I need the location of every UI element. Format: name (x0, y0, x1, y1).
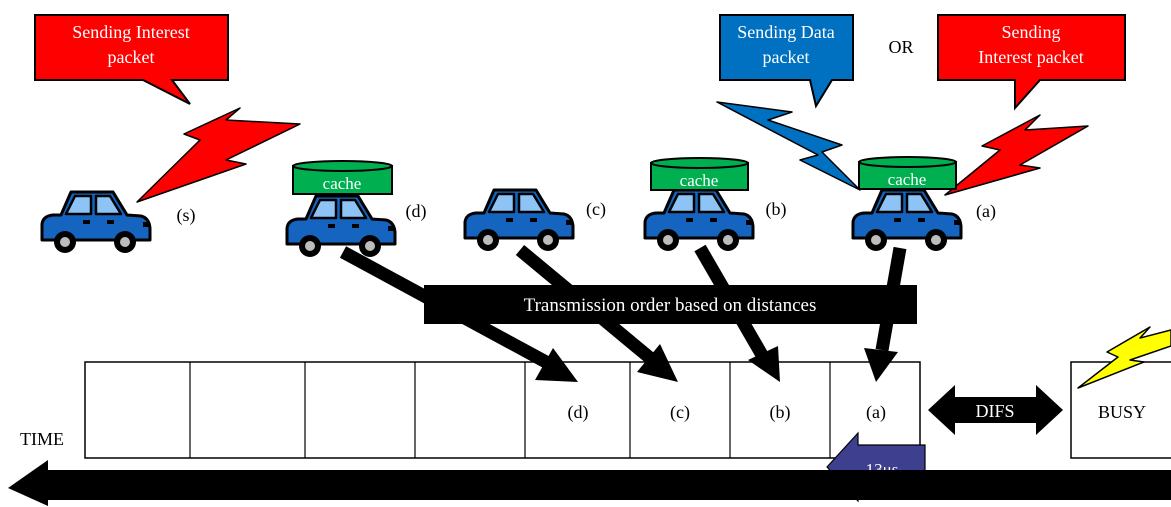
busy-label: BUSY (1098, 402, 1146, 422)
cache-icon: cache (292, 160, 393, 195)
data-callout: Sending Data packet (719, 14, 854, 109)
interest-callout-right: Sending Interest packet (937, 14, 1126, 111)
banner-text: Transmission order based on distances (524, 295, 817, 316)
slot-a-label: (a) (866, 402, 886, 423)
distance-banner: Transmission order based on distances (424, 285, 917, 324)
car-icon (40, 190, 152, 255)
data-callout-line1: Sending Data (737, 22, 834, 42)
vehicle-b: cache (b) (643, 157, 787, 253)
cache-label: cache (323, 174, 362, 193)
interest-callout-right-line2: Interest packet (978, 47, 1083, 67)
data-lightning-icon (716, 101, 861, 191)
arrow-d-head (535, 348, 578, 382)
or-label: OR (888, 37, 913, 57)
arrow-a-head (864, 348, 898, 382)
vehicle-a-label: (a) (976, 201, 996, 222)
busy-lightning-icon (1077, 326, 1171, 389)
vehicle-d: cache (d) (285, 160, 427, 259)
vehicle-s: (s) (40, 190, 196, 255)
data-callout-line2: packet (763, 47, 810, 67)
cache-label: cache (680, 171, 719, 190)
contention-window: (d) (c) (b) (a) (84, 361, 921, 459)
interest-callout-right-line1: Sending (1001, 22, 1060, 42)
slot-b-label: (b) (770, 402, 791, 423)
car-icon (851, 188, 963, 253)
difs-arrow: DIFS (928, 385, 1063, 435)
cache-label: cache (888, 170, 927, 189)
arrow-c-head (637, 344, 678, 382)
interest-callout-left: Sending Interest packet (34, 14, 229, 105)
difs-label: DIFS (975, 401, 1014, 421)
arrow-b-head (748, 346, 780, 382)
interest-lightning-left-icon (136, 107, 301, 203)
time-axis-arrow (8, 460, 1171, 506)
vehicle-b-label: (b) (766, 199, 787, 220)
interest-lightning-right-icon (944, 114, 1089, 196)
vehicle-d-label: (d) (406, 201, 427, 222)
car-icon (463, 188, 575, 253)
interest-callout-left-line2: packet (108, 47, 155, 67)
slot-c-label: (c) (670, 402, 690, 423)
vehicle-c: (c) (463, 188, 606, 253)
slot-d-label: (d) (568, 402, 589, 423)
cache-icon: cache (650, 157, 749, 191)
vehicle-s-label: (s) (177, 205, 196, 226)
vehicle-c-label: (c) (586, 199, 606, 220)
busy-box: BUSY (1070, 361, 1171, 459)
interest-callout-left-line1: Sending Interest (72, 22, 189, 42)
cache-icon: cache (858, 156, 957, 190)
vehicle-a: cache (a) (851, 156, 996, 253)
car-icon (285, 194, 397, 259)
car-icon (643, 188, 755, 253)
time-label: TIME (20, 429, 64, 449)
